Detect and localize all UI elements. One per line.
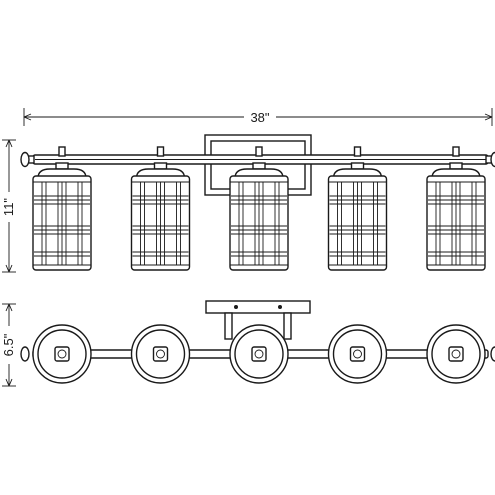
top-ring-3 [229,324,289,384]
top-ring-2-inner [135,329,186,379]
depth-label: 6.5" [1,333,16,356]
top-ring-2 [130,324,191,384]
depth-arrow-bottom [5,378,13,387]
shade-5-socket [452,146,460,157]
width-dimension: 38" [23,108,493,126]
shade-2-socket [156,146,165,157]
top-support-left [224,312,233,340]
shade-4-socket [353,146,362,157]
top-finial-right [490,346,495,362]
shade-3 [229,146,289,271]
shade-1-socket [58,146,66,157]
finial-right [485,151,495,168]
top-finial-left [20,346,30,362]
top-ring-4 [327,324,388,384]
shade-3-neck [252,162,266,170]
width-label: 38" [250,110,269,125]
shade-group [32,146,486,271]
top-ring-4-hub [349,346,366,362]
finial-left-knob [20,151,30,168]
top-ring-5-inner [431,329,481,379]
shade-2-neck [153,162,168,170]
top-ring-1-center [57,349,67,359]
shade-1-neck [55,162,69,170]
shade-5 [426,146,486,271]
top-ring-4-center [353,349,362,359]
top-ring-1 [32,324,92,384]
top-ring-5-center [451,349,461,359]
shade-1 [32,146,92,271]
height-dimension: 11" [1,139,16,273]
top-backplate-screw-left [234,305,238,309]
depth-dimension: 6.5" [1,303,16,387]
shade-5-neck [449,162,463,170]
top-backplate-screw-right [278,305,282,309]
finial-right-knob [490,151,495,168]
top-ring-3-hub [251,346,267,362]
top-ring-3-center [254,349,264,359]
top-view [20,300,495,384]
height-label: 11" [1,198,16,216]
top-ring-2-hub [152,346,169,362]
top-support-right [283,312,292,340]
top-ring-4-inner [332,329,383,379]
shade-4-neck [350,162,365,170]
width-arrow-right [484,113,493,121]
top-ring-5-hub [448,346,464,362]
front-elevation [20,134,495,271]
top-ring-1-hub [54,346,70,362]
shade-2 [130,146,191,271]
width-arrow-left [23,113,32,121]
top-backplate [205,300,311,314]
top-ring-2-center [156,349,165,359]
depth-arrow-top [5,303,13,312]
top-ring-1-inner [37,329,87,379]
shade-3-socket [255,146,263,157]
top-ring-group [32,324,486,384]
finial-left [20,151,35,168]
top-ring-3-inner [234,329,284,379]
height-arrow-top [5,139,13,148]
top-ring-5 [426,324,486,384]
height-arrow-bottom [5,264,13,273]
shade-4 [327,146,388,271]
